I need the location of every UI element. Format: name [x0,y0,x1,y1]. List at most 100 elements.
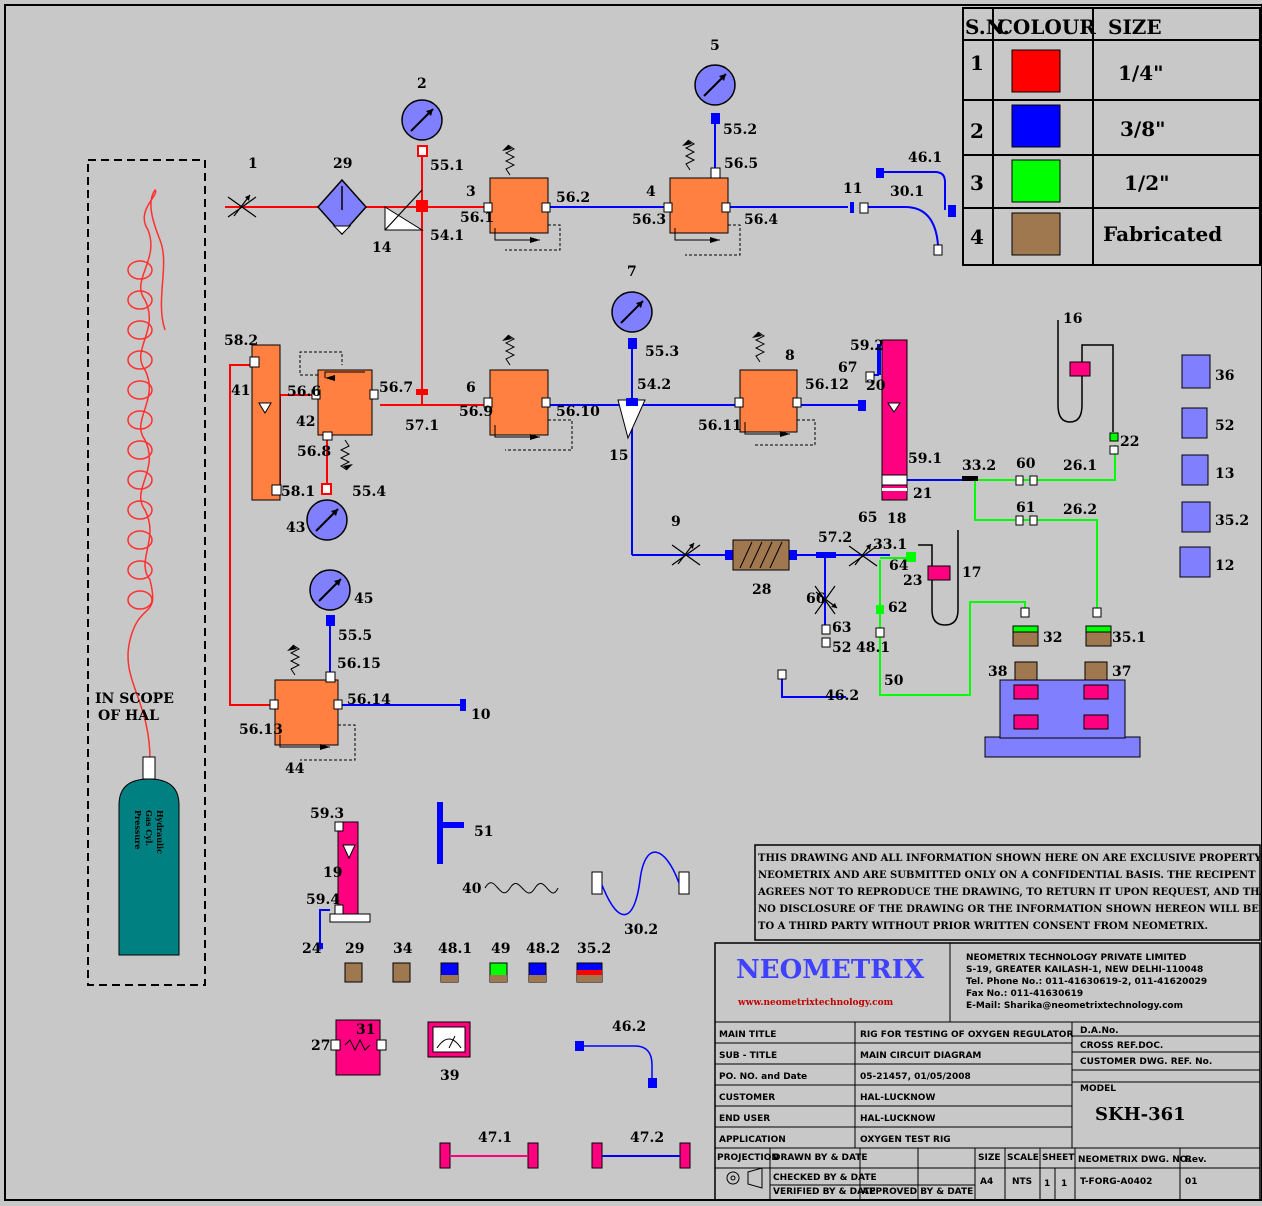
filter-28 [732,539,790,571]
pressure-gauge-43 [306,499,348,541]
tb-sheet: 1 [1044,1179,1050,1189]
label-56-4: 56.4 [744,212,778,228]
company-line-3: Tel. Phone No.: 011-41630619-2, 011-4162… [966,977,1207,987]
label-56-3: 56.3 [632,212,666,228]
label-54-1: 54.1 [430,228,464,244]
tb-value-customer: HAL-LUCKNOW [860,1093,935,1103]
label-46-1: 46.1 [908,150,942,166]
colour-size-legend: S.N. COLOUR SIZE 1 2 3 4 1/4" 3/8" 1/2" … [962,7,1261,266]
tb-value-main-title: RIG FOR TESTING OF OXYGEN REGULATOR [860,1030,1073,1040]
brand-logo: NEOMETRIX [736,955,925,985]
legend-sn-3: 3 [970,171,984,195]
legend-sn-4: 4 [970,225,984,249]
label-23: 23 [903,573,922,589]
legend-header-sn: S.N. [965,15,1010,39]
label-52: 52 [832,640,851,656]
label-64: 64 [889,558,909,574]
tb-rev-label: Rev. [1185,1155,1207,1165]
manometer-17 [918,530,959,626]
tb-value-application: OXYGEN TEST RIG [860,1135,951,1145]
label-58-2: 58.2 [224,333,258,349]
legend-size-1: 1/4" [1118,61,1164,85]
label-48-1: 48.1 [856,640,890,656]
tb-dwg-no: T-FORG-A0402 [1080,1177,1152,1187]
tb-sheet-of: 1 [1061,1179,1067,1189]
spare-components [1179,354,1211,578]
cylinder-text-3: Hydraulic [155,810,165,854]
label-37: 37 [1112,664,1131,680]
label-30-1: 30.1 [890,184,924,200]
label-19: 19 [323,865,342,881]
label-56-9: 56.9 [459,404,493,420]
legend-size-2: 3/8" [1120,117,1166,141]
regulator-8 [734,331,816,446]
pressure-gauge-2 [401,99,443,141]
label-43: 43 [286,520,305,536]
label-56-7: 56.7 [379,380,413,396]
tb-key-po: PO. NO. and Date [719,1072,807,1082]
label-29-lower: 29 [345,941,364,957]
label-40: 40 [462,881,482,897]
tb-key-application: APPLICATION [719,1135,786,1145]
tb-model-label: MODEL [1080,1084,1116,1094]
projection-icon [726,1167,763,1189]
lower-symbols [317,802,691,1169]
label-7: 7 [627,264,637,280]
label-24: 24 [302,941,322,957]
legend-swatch-red [1011,49,1061,93]
tb-right-customer-dwg: CUSTOMER DWG. REF. No. [1080,1057,1212,1067]
flowmeter-18 [865,339,908,501]
pressure-gauge-7 [611,291,653,333]
tb-key-customer: CUSTOMER [719,1093,775,1103]
legend-swatch-brown [1011,212,1061,256]
regulators [269,139,816,761]
tb-value-po: 05-21457, 01/05/2008 [860,1072,971,1082]
tb-dwg-no-label: NEOMETRIX DWG. NO. [1078,1155,1191,1165]
tb-projection: PROJECTION [717,1153,779,1163]
regulator-3 [483,144,561,251]
label-30-2: 30.2 [624,922,658,938]
label-49: 49 [491,941,510,957]
brand-website: www.neometrixtechnology.com [737,998,894,1008]
label-5: 5 [710,38,720,54]
label-9: 9 [671,514,681,530]
tb-key-end-user: END USER [719,1114,770,1124]
label-47-1: 47.1 [478,1130,512,1146]
flowmeter-41 [249,344,282,501]
label-56-15: 56.15 [337,656,381,672]
company-line-2: S-19, GREATER KAILASH-1, NEW DELHI-11004… [966,965,1203,975]
label-56-5: 56.5 [724,156,758,172]
label-32: 32 [1043,630,1062,646]
tb-key-sub-title: SUB - TITLE [719,1051,777,1061]
label-59-2: 59.2 [850,338,884,354]
tb-right-cross-ref: CROSS REF.DOC. [1080,1041,1163,1051]
tb-scale: NTS [1012,1177,1032,1187]
label-1: 1 [248,156,258,172]
component-labels: 1 29 2 55.1 3 56.1 56.2 14 54.1 4 56.3 5… [224,38,1249,1146]
label-58-1: 58.1 [281,484,315,500]
tb-value-end-user: HAL-LUCKNOW [860,1114,935,1124]
label-34: 34 [393,941,413,957]
label-48-1-lower: 48.1 [438,941,472,957]
label-56-11: 56.11 [698,418,742,434]
notice-line-2: NEOMETRIX AND ARE SUBMITTED ONLY ON A CO… [758,870,1256,881]
label-45: 45 [354,591,373,607]
label-48-2: 48.2 [526,941,560,957]
label-20: 20 [866,378,886,394]
label-59-3: 59.3 [310,806,344,822]
company-line-4: Fax No.: 011-41630619 [966,989,1083,999]
tb-drawn-by: DRAWN BY & DATE [773,1153,868,1163]
company-line-5: E-Mail: Sharika@neometrixtechnology.com [966,1001,1183,1011]
manometer-16 [1057,320,1114,432]
regulator-6 [483,334,573,451]
label-60: 60 [1016,456,1036,472]
label-57-1: 57.1 [405,418,439,434]
drawing-frame [4,4,1262,1201]
label-55-2: 55.2 [723,122,757,138]
label-47-2: 47.2 [630,1130,664,1146]
fittings [321,113,1119,711]
test-fixture [984,625,1141,758]
label-66: 66 [806,591,825,607]
label-56-10: 56.10 [556,404,600,420]
